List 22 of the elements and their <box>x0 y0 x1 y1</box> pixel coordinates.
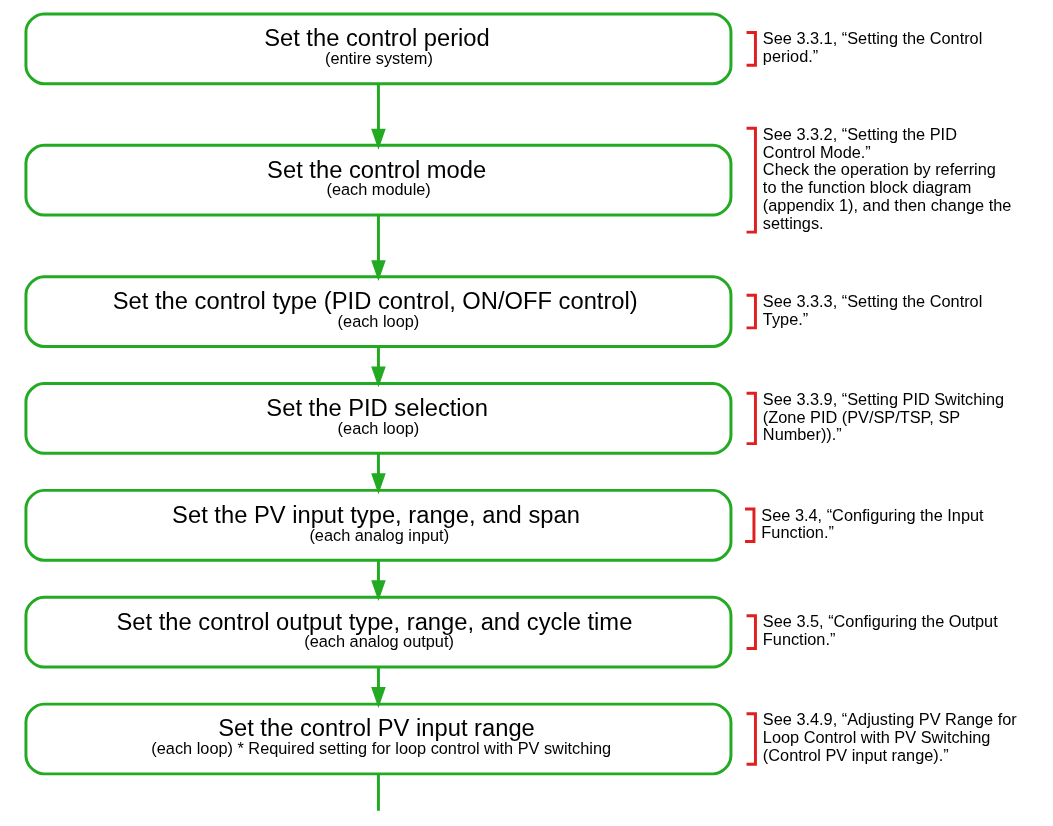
arrow <box>371 346 386 388</box>
connector <box>376 774 380 811</box>
node-box: Set the control PV input range (each loop) * Required setting for loop control with PV switching <box>24 702 733 776</box>
node-box: Set the control output type, range, and cycle time (each analog output) <box>24 595 733 669</box>
node-label: See 3.3.2, “Setting the PID Control Mode.” <box>762 124 957 161</box>
node-label: See 3.3.1, “Setting the Control period.” <box>762 29 983 65</box>
node-box: Set the control type (PID control, ON/OFF control) (each loop) <box>24 275 733 348</box>
node-box: Set the PID selection (each loop) <box>24 382 733 455</box>
node-label: Check the operation by referring to the function block diagram (appendix 1), and then change the settings. <box>762 160 1012 232</box>
arrow <box>371 215 386 282</box>
node-label: See 3.3.9, “Setting PID Switching (Zone PID (PV/SP/TSP, SP Number)).” <box>762 389 1005 444</box>
node-label: See 3.3.3, “Setting the Control Type.” <box>762 291 983 328</box>
node-box: Set the PV input type, range, and span (each analog input) <box>24 488 733 562</box>
node-box: Set the control mode (each module) <box>24 143 733 217</box>
node-label: See 3.5, “Configuring the Output Function.” <box>762 612 998 649</box>
node-label: See 3.4.9, “Adjusting PV Range for Loop Control with PV Switching (Control PV input range).” <box>762 710 1017 764</box>
arrow <box>371 560 386 602</box>
arrow <box>371 453 386 495</box>
arrow <box>371 84 386 150</box>
arrow <box>371 667 386 708</box>
node-box: Set the control period (entire system) <box>24 12 733 86</box>
node-label: See 3.4, “Configuring the Input Function.” <box>761 505 984 542</box>
